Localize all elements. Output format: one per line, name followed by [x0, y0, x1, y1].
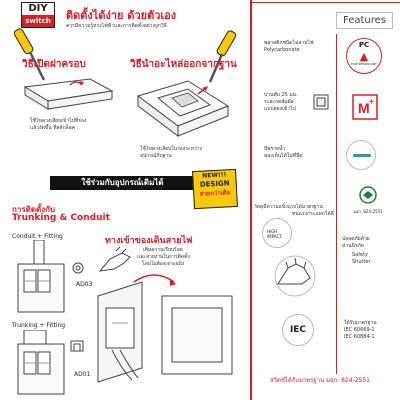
divider-vertical [250, 0, 252, 400]
step1-desc-2: แล้วงัดขึ้น ที่สลักล็อค [30, 125, 76, 131]
wiring-desc-3: โดยไม่ต้องเจาะผนัง [142, 261, 185, 267]
screwdriver-icon [14, 28, 46, 81]
feature2-th3: แบบสองเข้าไป [264, 106, 296, 112]
wiring-illustration [97, 274, 233, 383]
features-connector [336, 34, 337, 374]
feature6-th: ได้รับมาตรฐาน [344, 320, 377, 326]
button-press-icon [313, 94, 329, 110]
tis-badge-text: มอก. 824-2551 [353, 209, 383, 214]
ad03-code: AD03 [76, 281, 93, 288]
pc-badge-bottom: FIRE RETARDANT [351, 62, 377, 66]
feature4-th2: ทนแรงกระแทกได้ดี [292, 211, 335, 217]
compat-banner: ใช้ร่วมกับอุปกรณ์เดิมได้ [50, 176, 195, 190]
feature6-en1: IEC 60669-1 [344, 327, 375, 333]
wiring-desc-1: เพิ่มความเรียบร้อย [143, 247, 183, 253]
new-design-badge: NEW!!! DESIGN สวยกว่าเดิม [192, 168, 238, 210]
ad01-code: AD01 [74, 371, 91, 378]
hand-shutter-icon [274, 255, 316, 297]
pc-badge: PC ▲ FIRE RETARDANT [346, 38, 382, 74]
features-panel: Features พลาสติกชนิดไม่ลามไฟ Polycarbona… [252, 0, 400, 400]
step1-title: วิธีเปิดฝาครอบ [22, 59, 86, 70]
iec-badge-text: IEC [289, 325, 307, 335]
trunking-illustration [17, 330, 65, 395]
feature3-th1: มีพรายน้ำ [264, 146, 286, 152]
step1-desc-1: ใช้ไขควงเสียบเข้าไปที่ร่อง [30, 118, 87, 124]
logo-line2: switch [22, 15, 54, 27]
ad03-fitting-icon [72, 262, 84, 274]
iec-badge: IEC [282, 314, 314, 346]
pc-badge-top: PC [358, 41, 370, 49]
feature6-en2: IEC 60884-1 [344, 334, 375, 340]
wiring-title: ทางเข้าของเดินสายไฟ [105, 236, 193, 246]
hand-icon [98, 246, 131, 272]
svg-text:+: + [369, 97, 374, 106]
divider-top-right [250, 2, 400, 3]
header-title: ติดตั้งได้ง่าย ด้วยตัวเอง [66, 9, 177, 22]
tis-standard-icon [359, 186, 377, 204]
feature5-th1: ปลอดภัยด้วย [342, 236, 370, 242]
trunking-label: Trunking + Fitting [12, 322, 66, 329]
trunking-title-th: การติดตั้งกับ [12, 205, 56, 214]
step2-desc-1: ใช้ไขควงเสียบในร่องระหว่าง [140, 146, 202, 152]
diy-switch-logo: DIY switch [21, 2, 55, 28]
feature2-th2: ระยะกดสัมผัส [264, 99, 294, 105]
m-plus-icon: M + [352, 94, 378, 120]
badge-line3: สวยกว่าเดิม [199, 189, 231, 198]
glow-switch-icon [346, 140, 376, 170]
features-footer: สวิตช์ได้รับมาตรฐาน มอก. 824-2551 [270, 377, 370, 384]
conduit-illustration [17, 240, 65, 313]
glow-bar [353, 154, 371, 157]
switch-base-illustration [136, 80, 230, 137]
feature5-en1: Safety [352, 252, 368, 258]
feature4-th1: วัสดุมีความแข็งแรงได้มาตรฐาน [254, 204, 323, 210]
left-panel: DIY switch ติดตั้งได้ง่าย ด้วยตัวเอง ควร… [12, 2, 238, 395]
header-subtitle: ควรมีความรู้ทางไฟฟ้าและการติดตั้งอย่างถู… [66, 23, 167, 29]
conduit-label: Conduit + Fitting [12, 233, 63, 240]
screwdriver-icon [208, 30, 237, 83]
step2-title: วิธีนำอะไหล่ออกจากฐาน [130, 59, 237, 70]
features-heading: Features [336, 12, 393, 29]
feature5-th2: ม่านนิรภัย [342, 243, 364, 249]
ad01-fitting-icon [70, 340, 84, 352]
svg-text:M: M [358, 100, 370, 116]
switch-cover-illustration [23, 78, 114, 110]
feature1-en: Polycarbonate [264, 47, 300, 53]
trunking-title-en: Trunking & Conduit [12, 213, 110, 223]
banner-text: ใช้ร่วมกับอุปกรณ์เดิมได้ [81, 178, 164, 187]
feature2-th1: บานพับ 25 มม. [264, 92, 298, 98]
feature3-th2: มองเห็นได้ในที่มืด [264, 153, 303, 159]
impact-icon: HIGH IMPACT [262, 218, 292, 248]
feature1-th: พลาสติกชนิดไม่ลามไฟ [264, 40, 314, 46]
logo-line1: DIY [28, 3, 48, 14]
feature5-en2: Shutter [352, 259, 371, 265]
wiring-desc-2: และสวยงามในการติดตั้ง [137, 254, 190, 260]
flame-icon: ▲ [359, 50, 369, 63]
tis-badge: มอก. 824-2551 [348, 186, 388, 215]
step2-desc-2: อุปกรณ์กับฐาน [140, 153, 172, 159]
